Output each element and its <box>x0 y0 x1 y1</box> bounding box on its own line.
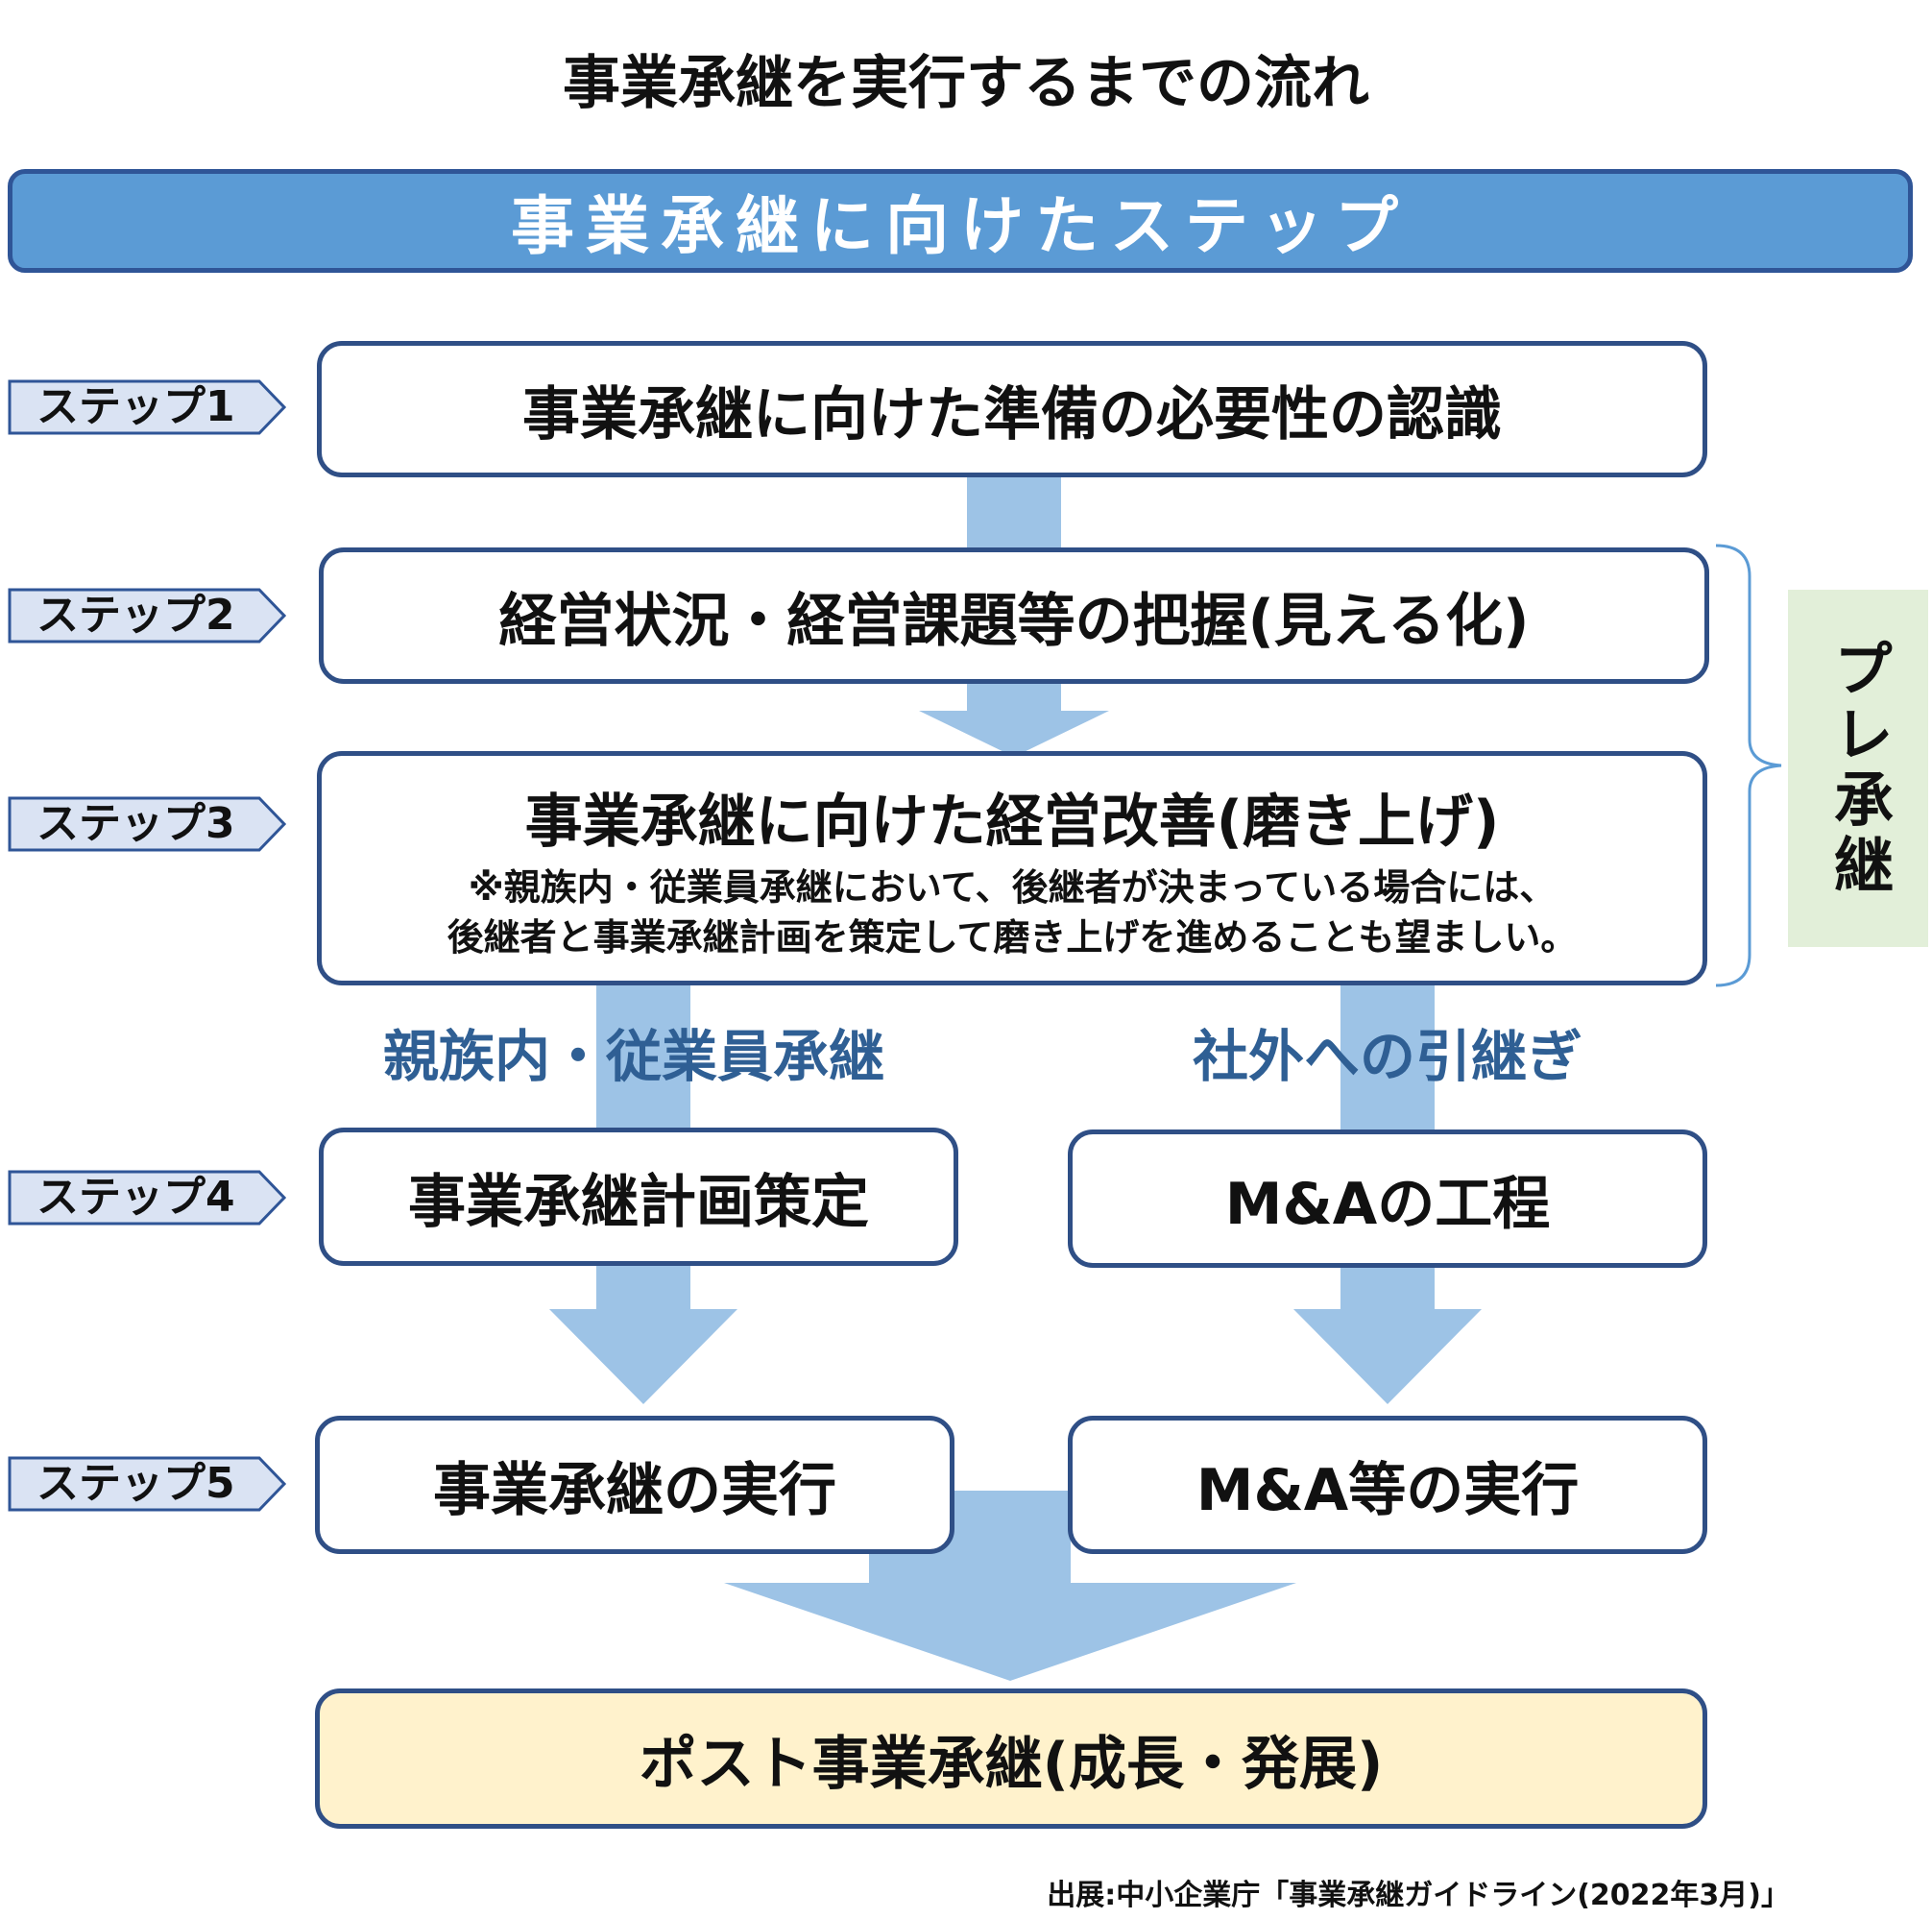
page-title: 事業承継を実行するまでの流れ <box>563 50 1369 117</box>
step5-right-text: M&A等の実行 <box>1195 1456 1580 1524</box>
pre-succession-text: プレ承継 <box>1823 638 1894 899</box>
step2-box: 経営状況・経営課題等の把握(見える化) <box>319 547 1709 684</box>
step3-note-line2: 後継者と事業承継計画を策定して磨き上げを進めることも望ましい。 <box>447 915 1578 959</box>
step5-left-text: 事業承継の実行 <box>433 1456 836 1524</box>
step-label-text: ステップ5 <box>36 1459 235 1508</box>
arrow-step2-step3 <box>919 684 1109 757</box>
step4-right-text: M&Aの工程 <box>1224 1170 1551 1238</box>
pre-succession-brace <box>1715 544 1782 987</box>
step4-left-text: 事業承継計画策定 <box>408 1168 869 1236</box>
step-tag-shape <box>8 588 286 644</box>
pre-succession-label: プレ承継 <box>1788 590 1928 947</box>
arrow-right-route <box>1340 982 1435 1135</box>
step1-text: 事業承継に向けた準備の必要性の認識 <box>522 380 1502 449</box>
banner-text: 事業承継に向けたステップ <box>511 189 1410 263</box>
arrow-merge-final <box>724 1491 1296 1681</box>
step-label-4: ステップ4 <box>8 1170 286 1226</box>
arrow-left-route <box>596 982 690 1135</box>
step-label-text: ステップ2 <box>36 591 235 640</box>
step-label-text: ステップ3 <box>36 799 235 848</box>
step5-right-box: M&A等の実行 <box>1068 1416 1707 1554</box>
step2-text: 経営状況・経営課題等の把握(見える化) <box>498 587 1530 655</box>
step-tag-shape <box>8 1456 286 1512</box>
arrow-step1-step2 <box>967 475 1061 550</box>
step-tag-shape <box>8 796 286 852</box>
step3-text: 事業承継に向けた経営改善(磨き上げ) <box>524 788 1500 856</box>
step3-note-line1: ※親族内・従業員承継において、後継者が決まっている場合には、 <box>468 865 1557 909</box>
step3-box: 事業承継に向けた経営改善(磨き上げ) ※親族内・従業員承継において、後継者が決ま… <box>317 751 1707 985</box>
arrow-left-step4-step5 <box>549 1266 737 1404</box>
arrow-right-step4-step5 <box>1293 1266 1482 1404</box>
steps-banner: 事業承継に向けたステップ <box>8 169 1913 273</box>
step-label-text: ステップ4 <box>36 1173 235 1222</box>
post-succession-box: ポスト事業承継(成長・発展) <box>315 1688 1707 1829</box>
step4-left-box: 事業承継計画策定 <box>319 1128 958 1266</box>
route-label-family: 親族内・従業員承継 <box>382 1024 884 1089</box>
step-label-3: ステップ3 <box>8 796 286 852</box>
step-label-5: ステップ5 <box>8 1456 286 1512</box>
route-label-external: 社外への引継ぎ <box>1192 1024 1582 1089</box>
step5-left-box: 事業承継の実行 <box>315 1416 954 1554</box>
post-succession-text: ポスト事業承継(成長・発展) <box>639 1730 1384 1798</box>
step-tag-shape <box>8 379 286 435</box>
step-tag-shape <box>8 1170 286 1226</box>
source-citation: 出展:中小企業庁「事業承継ガイドライン(2022年3月)」 <box>1047 1879 1790 1912</box>
step-label-1: ステップ1 <box>8 379 286 435</box>
step4-right-box: M&Aの工程 <box>1068 1130 1707 1268</box>
step-label-text: ステップ1 <box>36 382 235 431</box>
step1-box: 事業承継に向けた準備の必要性の認識 <box>317 341 1707 477</box>
step-label-2: ステップ2 <box>8 588 286 644</box>
